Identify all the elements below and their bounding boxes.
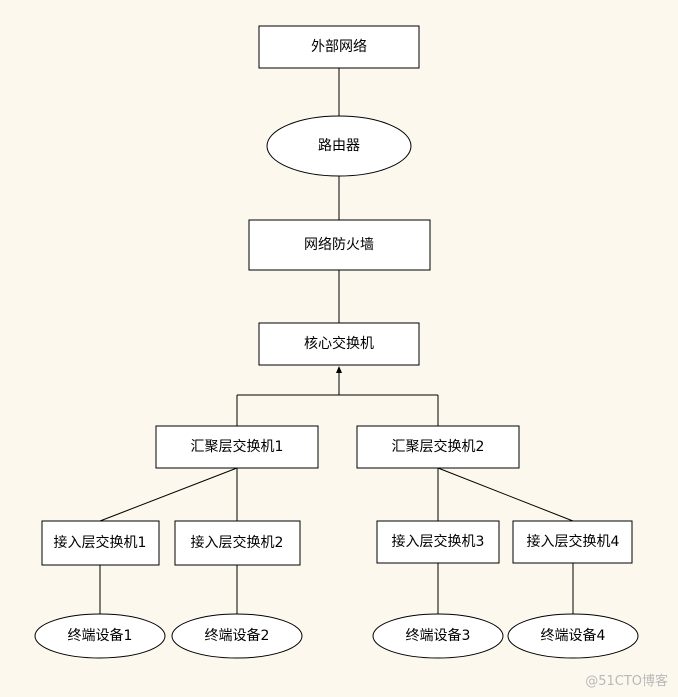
node-terminal-3: 终端设备3 xyxy=(372,613,504,659)
node-label: 汇聚层交换机2 xyxy=(392,438,485,455)
node-label: 终端设备2 xyxy=(205,627,270,644)
node-agg-switch-1: 汇聚层交换机1 xyxy=(155,425,319,469)
node-label: 接入层交换机1 xyxy=(54,534,147,551)
watermark: @51CTO博客 xyxy=(585,674,668,689)
node-terminal-1: 终端设备1 xyxy=(34,613,166,659)
node-access-switch-4: 接入层交换机4 xyxy=(512,520,633,564)
node-firewall: 网络防火墙 xyxy=(248,219,431,271)
node-label: 终端设备4 xyxy=(541,627,606,644)
node-agg-switch-2: 汇聚层交换机2 xyxy=(356,425,520,469)
node-terminal-4: 终端设备4 xyxy=(507,613,639,659)
node-access-switch-3: 接入层交换机3 xyxy=(376,520,500,564)
node-label: 接入层交换机4 xyxy=(527,533,620,550)
node-label: 核心交换机 xyxy=(304,335,374,352)
node-core-switch: 核心交换机 xyxy=(258,322,420,366)
edge-agg1-access1 xyxy=(99,467,238,522)
node-label: 路由器 xyxy=(318,138,360,154)
node-label: 接入层交换机3 xyxy=(392,533,485,550)
edge-agg2-access4 xyxy=(437,467,574,522)
node-label: 汇聚层交换机1 xyxy=(191,438,284,455)
node-label: 外部网络 xyxy=(311,39,367,55)
node-label: 网络防火墙 xyxy=(304,237,374,253)
node-terminal-2: 终端设备2 xyxy=(171,613,303,659)
node-label: 接入层交换机2 xyxy=(191,534,284,551)
node-access-switch-2: 接入层交换机2 xyxy=(174,520,301,566)
node-router: 路由器 xyxy=(266,115,412,177)
node-label: 终端设备3 xyxy=(406,627,471,644)
edges xyxy=(99,68,574,614)
node-access-switch-1: 接入层交换机1 xyxy=(41,520,160,566)
node-label: 终端设备1 xyxy=(68,627,133,644)
node-external-network: 外部网络 xyxy=(258,25,420,69)
